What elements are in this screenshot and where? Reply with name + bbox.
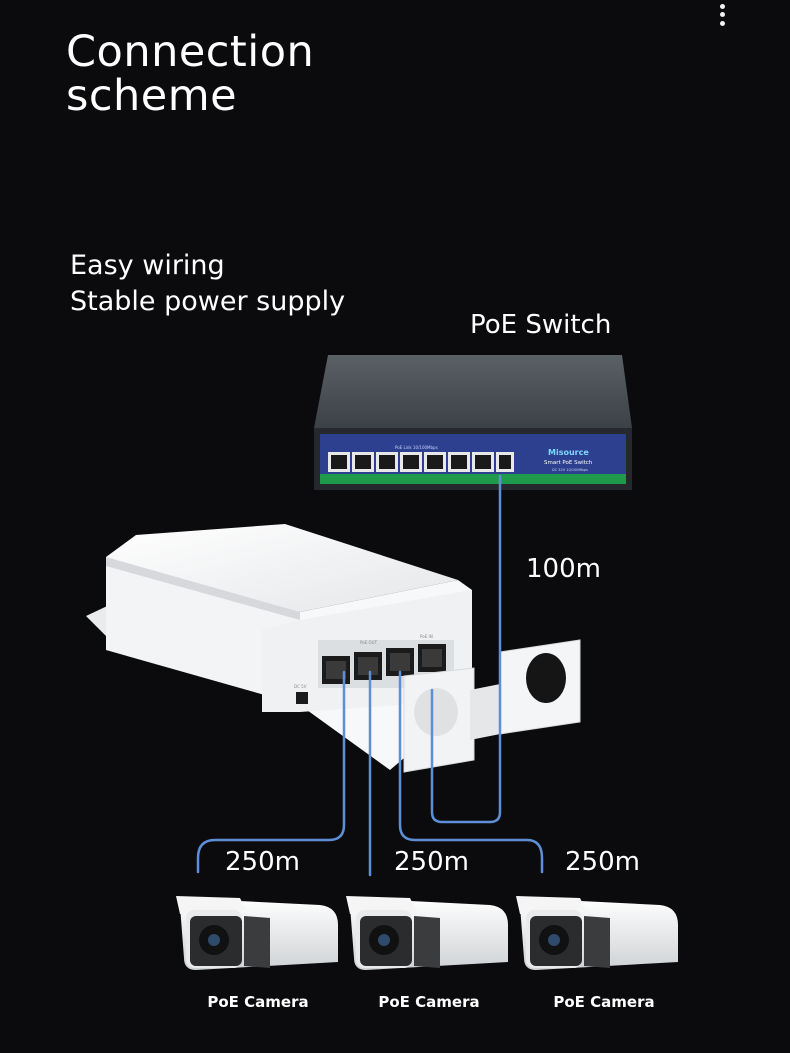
distance-camera-2-label: 250m [394, 847, 469, 877]
more-options-icon[interactable] [712, 2, 732, 28]
switch-brand: Misource [548, 448, 589, 457]
cable-camera-1 [196, 670, 346, 874]
switch-spec: DC 52V 10/100Mbps [552, 468, 588, 472]
extender-ports [322, 644, 446, 684]
title-line-1: Connection [66, 27, 315, 77]
cable-camera-3 [398, 670, 544, 874]
cable-switch-to-extender [430, 474, 502, 824]
extender-port-group-in: PoE IN [420, 634, 433, 639]
camera-3-label: PoE Camera [553, 993, 655, 1011]
distance-camera-3-label: 250m [565, 847, 640, 877]
title-line-2: scheme [66, 71, 238, 121]
switch-status-strip [320, 474, 626, 484]
camera-1 [176, 896, 338, 970]
cables [196, 474, 544, 877]
distance-camera-1-label: 250m [225, 847, 300, 877]
feature-easy-wiring: Easy wiring [70, 250, 225, 281]
camera-3 [516, 896, 678, 970]
camera-2-label: PoE Camera [378, 993, 480, 1011]
camera-2 [346, 896, 508, 970]
poe-switch-label: PoE Switch [470, 310, 612, 340]
feature-stable-power: Stable power supply [70, 286, 346, 317]
poe-switch: PoE Link 10/100Mbps Misource Smart PoE S… [314, 355, 632, 490]
extender-port-group-out: PoE OUT [360, 640, 378, 645]
page-title: Connection scheme [66, 30, 314, 118]
camera-1-label: PoE Camera [207, 993, 309, 1011]
extender-dc-label: DC 5V [294, 684, 307, 689]
feature-list: Easy wiring Stable power supply [70, 248, 345, 320]
switch-model: Smart PoE Switch [544, 460, 593, 466]
distance-switch-label: 100m [526, 554, 601, 584]
switch-port-header: PoE Link 10/100Mbps [395, 445, 438, 450]
poe-extender-box: PoE OUT PoE IN DC 5V [86, 524, 581, 773]
switch-ports [328, 452, 514, 472]
